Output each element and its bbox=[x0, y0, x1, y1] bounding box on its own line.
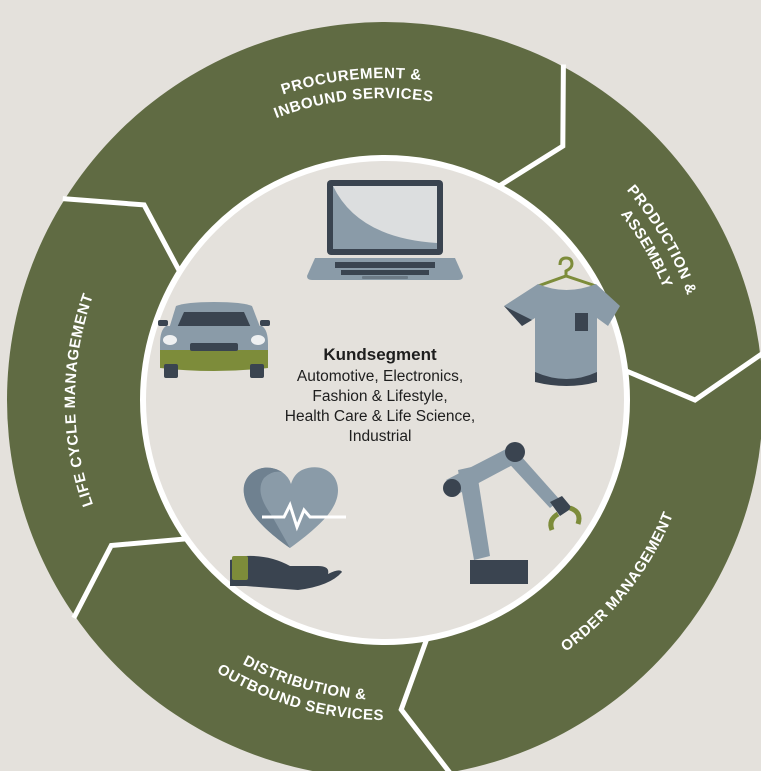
tshirt-icon bbox=[504, 256, 620, 386]
segment-list-line: Health Care & Life Science, bbox=[284, 408, 476, 425]
laptop-icon bbox=[307, 180, 463, 280]
segment-divider bbox=[62, 196, 182, 273]
segment-list-line: Industrial bbox=[348, 428, 412, 445]
robot-arm-icon bbox=[443, 442, 582, 584]
segment-divider bbox=[497, 64, 566, 189]
segment-list-line: Automotive, Electronics, bbox=[296, 368, 464, 385]
segment-list-line: Fashion & Lifestyle, bbox=[312, 388, 448, 405]
car-icon bbox=[158, 302, 270, 378]
heart-hand-icon bbox=[230, 467, 346, 590]
center-title: Kundsegment bbox=[323, 345, 437, 364]
customer-segment-text: Kundsegment Automotive, Electronics, Fas… bbox=[250, 343, 510, 447]
segment-divider bbox=[624, 351, 761, 403]
segment-divider bbox=[71, 536, 187, 620]
segment-divider bbox=[398, 637, 452, 771]
